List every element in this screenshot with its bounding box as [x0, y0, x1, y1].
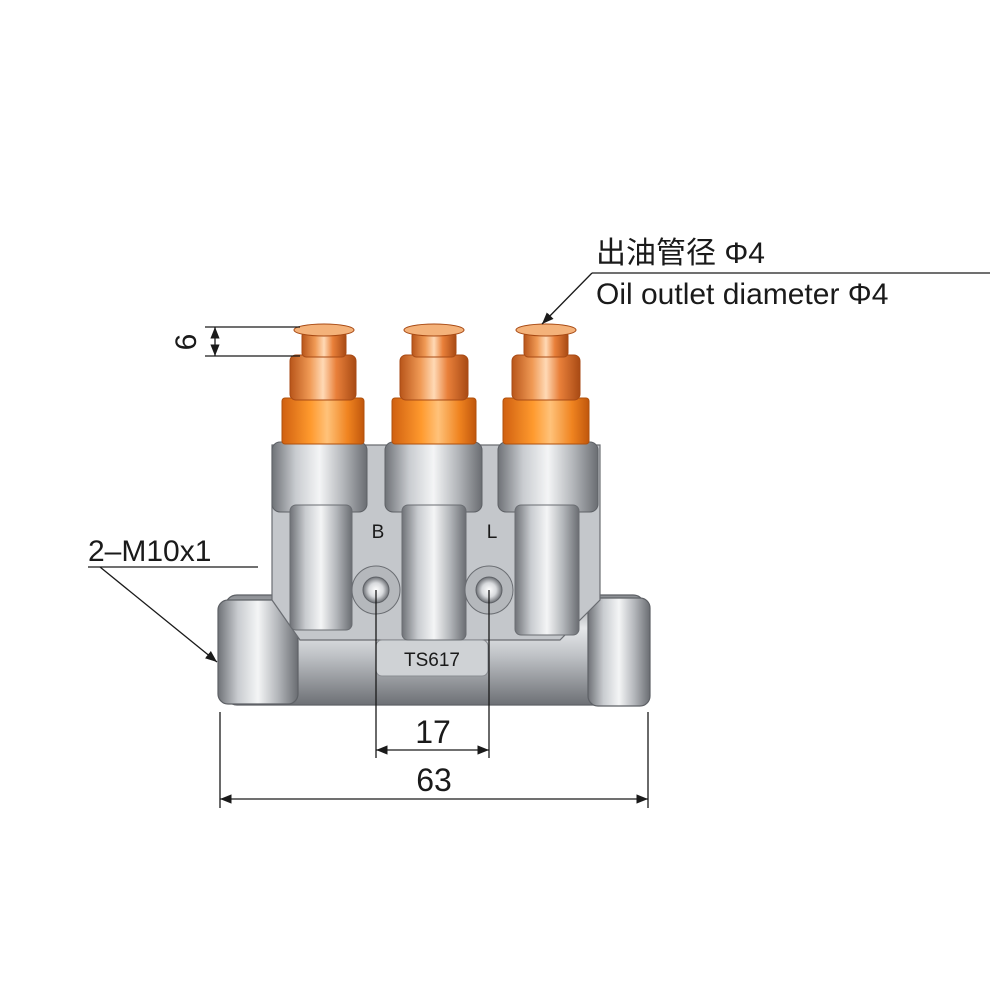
overall-length-label: 63	[416, 762, 452, 798]
port-spacing-dimension: 17	[375, 590, 490, 758]
outlet-label-en: Oil outlet diameter Φ4	[596, 278, 888, 311]
port-spacing-label: 17	[415, 714, 451, 750]
valve-stem-1	[271, 323, 368, 631]
outlet-label-cn: 出油管径 Φ4	[596, 237, 765, 270]
left-port-fitting	[217, 599, 299, 705]
right-port-fitting	[587, 597, 651, 707]
port-letter-l: L	[487, 522, 498, 543]
overall-length-dimension: 63	[219, 712, 649, 808]
valve-stem-2	[384, 323, 483, 641]
port-letter-b: B	[372, 522, 385, 543]
tip-height-dimension: 6	[170, 326, 300, 357]
model-marking: TS617	[404, 650, 460, 671]
thread-label: 2–M10x1	[88, 535, 211, 568]
outlet-diameter-callout: 出油管径 Φ4 Oil outlet diameter Φ4	[541, 237, 990, 325]
tip-height-label: 6	[170, 334, 203, 351]
thread-callout: 2–M10x1	[88, 535, 258, 663]
valve-stem-3	[497, 323, 599, 636]
